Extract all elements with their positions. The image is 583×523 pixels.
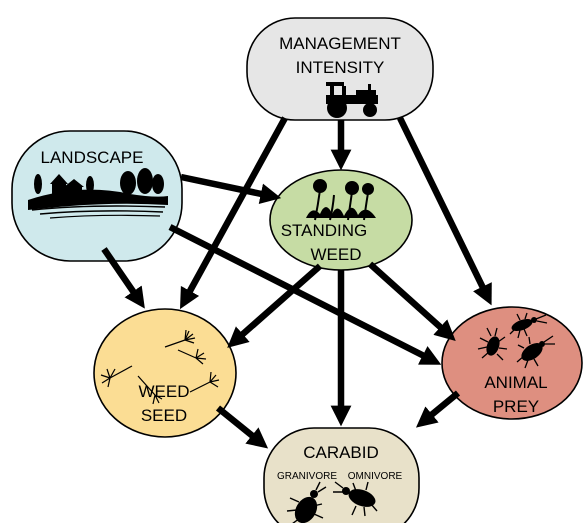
arrow-landscape-to-standing-weed (180, 173, 282, 205)
standing-weed-label-line2: WEED (311, 245, 362, 264)
tractor-icon (326, 82, 378, 118)
beetles-icon (286, 481, 378, 523)
animal-prey-label-line1: ANIMAL (484, 373, 547, 392)
carabid-sub-granivore: GRANIVORE (277, 471, 337, 482)
weed-seed-label-line2: SEED (141, 406, 187, 425)
animal-prey-label-line2: PREY (493, 397, 539, 416)
weed-seed-node (93, 308, 237, 438)
standing-weed-label-line1: STANDING (281, 221, 368, 240)
carabid-sub-omnivore: OMNIVORE (348, 471, 403, 482)
arrow-management-to-weed-seed (179, 116, 288, 310)
arrow-standing-weed-to-animal-prey (367, 261, 456, 341)
animal-prey-node (441, 306, 583, 420)
management-label-line1: MANAGEMENT (279, 34, 401, 53)
arrow-weed-seed-to-carabid (215, 405, 269, 449)
dandelion-seeds-icon (100, 329, 220, 405)
carabid-label: CARABID (303, 443, 379, 462)
arrow-management-to-animal-prey (397, 116, 492, 306)
management-label-line2: INTENSITY (296, 58, 385, 77)
weed-plants-icon (306, 179, 376, 221)
arrow-landscape-to-weed-seed (101, 247, 145, 309)
arrow-animal-prey-to-carabid (415, 390, 461, 428)
weed-seed-label-line1: WEED (139, 382, 190, 401)
arrow-landscape-to-animal-prey (168, 224, 442, 365)
farm-landscape-icon (28, 168, 168, 219)
arrow-standing-weed-to-weed-seed (227, 263, 323, 348)
landscape-label: LANDSCAPE (41, 148, 144, 167)
insects-icon (477, 312, 555, 369)
